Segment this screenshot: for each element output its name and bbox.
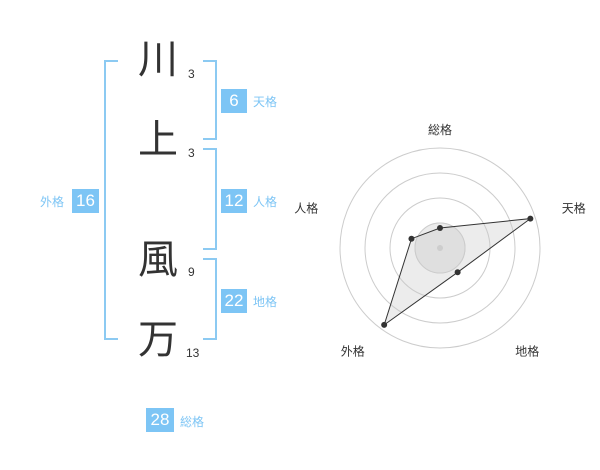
jinkaku-label: 人格: [253, 195, 278, 209]
radar-axis-label-1: 総格: [428, 122, 452, 137]
tenkaku-bracket: [203, 60, 217, 140]
name-char-3: 風: [138, 237, 178, 283]
gaikaku-label: 外格: [40, 195, 65, 209]
jinkaku-badge: 12: [221, 189, 247, 213]
soukaku-label: 総格: [180, 415, 205, 429]
tenkaku-badge: 6: [221, 89, 247, 113]
radar-point-2: [527, 215, 534, 222]
stroke-count-4: 13: [186, 346, 200, 360]
radar-axis-label-3: 地格: [515, 344, 539, 359]
stroke-count-1: 3: [188, 67, 195, 81]
jinkaku-bracket: [203, 148, 217, 250]
radar-point-1: [437, 225, 443, 231]
chikaku-bracket: [203, 258, 217, 340]
soukaku-badge: 28: [146, 408, 174, 432]
name-char-4: 万: [138, 317, 178, 363]
radar-ring-3: [364, 172, 516, 324]
radar-ring-4: [339, 147, 541, 349]
gaikaku-badge: 16: [72, 189, 99, 213]
chikaku-badge: 22: [221, 289, 247, 313]
radar-point-4: [381, 321, 388, 328]
name-char-2: 上: [138, 117, 178, 163]
radar-point-3: [454, 269, 461, 276]
radar-center-dot: [437, 245, 443, 251]
gaikaku-bracket: [104, 60, 118, 340]
radar-axis-label-2: 天格: [562, 200, 586, 215]
radar-axis-label-5: 人格: [294, 200, 318, 215]
stroke-count-2: 3: [188, 146, 195, 160]
radar-point-5: [408, 235, 415, 242]
tenkaku-label: 天格: [253, 95, 278, 109]
radar-axis-label-4: 外格: [341, 344, 365, 359]
stroke-count-3: 9: [188, 265, 195, 279]
name-char-1: 川: [138, 37, 178, 83]
chikaku-label: 地格: [253, 295, 278, 309]
